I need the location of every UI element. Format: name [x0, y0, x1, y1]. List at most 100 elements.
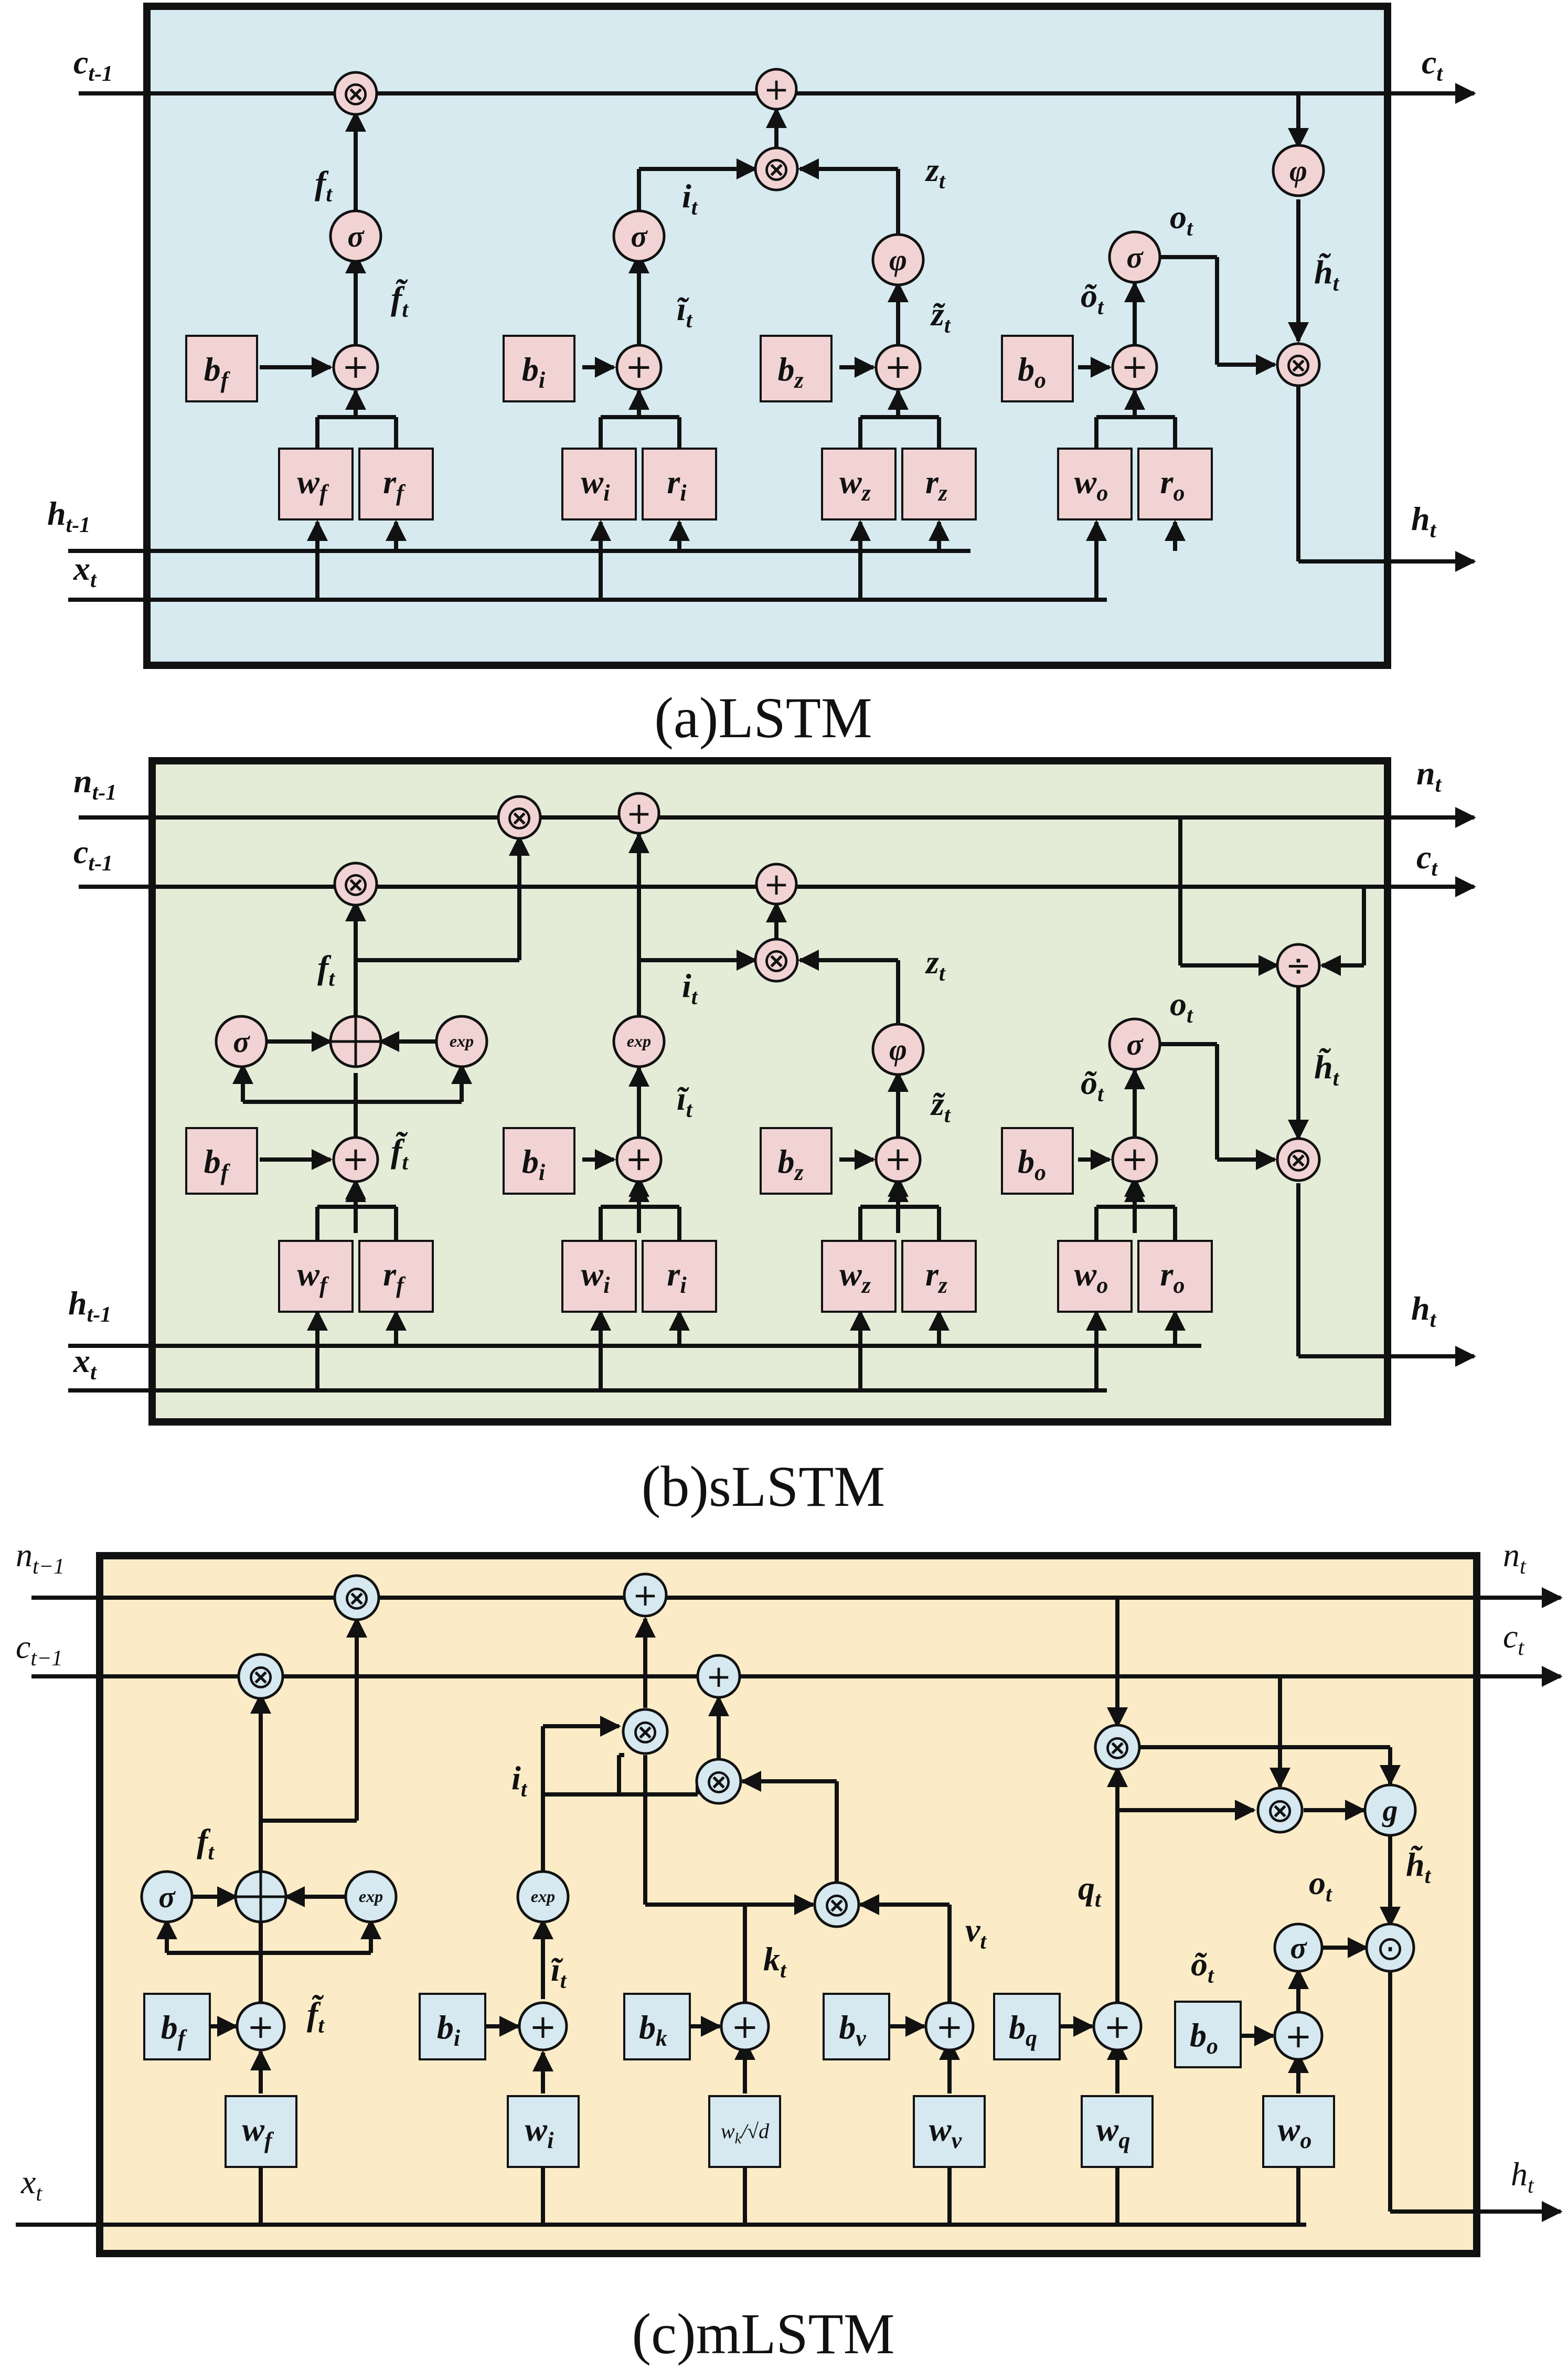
lstm-input-multiply [754, 146, 799, 192]
svg-text:bf: bf [204, 1143, 231, 1185]
svg-text:wo: wo [1278, 2111, 1312, 2153]
caption-slstm: (b)sLSTM [642, 1454, 885, 1518]
i-label: it [682, 177, 698, 220]
svg-text:ot: ot [1170, 985, 1193, 1028]
phi-symbol: φ [1289, 154, 1307, 188]
svg-text:wq: wq [1096, 2111, 1130, 2153]
svg-text:wi: wi [581, 1256, 611, 1298]
lstm-sigma-o [1108, 230, 1161, 284]
svg-text:bf: bf [161, 2008, 188, 2051]
add-symbol: + [529, 2007, 557, 2046]
lstm-phi-c [1272, 144, 1325, 197]
svg-text:wv: wv [929, 2111, 962, 2153]
h-out-label: ht [1411, 500, 1437, 543]
svg-text:ht: ht [1411, 1290, 1437, 1332]
add-symbol: + [342, 1140, 369, 1178]
add-symbol: + [633, 1577, 658, 1613]
z-label: zt [925, 151, 946, 194]
add-symbol: + [625, 1140, 653, 1178]
multiply-symbol: ⊗ [505, 799, 534, 837]
c-prev-label: ct-1 [73, 44, 113, 86]
weight-wz-label: wz [839, 463, 871, 506]
o-label: ot [1170, 198, 1193, 241]
bias-z-label: bz [777, 350, 803, 393]
lstm-cell-add [755, 68, 798, 111]
multiply-symbol: ⊗ [823, 1886, 851, 1925]
multiply-symbol: ⊗ [1266, 1791, 1294, 1830]
panel-lstm: ⊗ ⊗ ⊗ + + + + + σ σ φ σ φ [47, 3, 1476, 750]
panel-slstm: ⊗ ⊗ ⊗ ⊗ + + ÷ + + + + σ exp exp φ σ [68, 754, 1476, 1518]
multiply-symbol: ⊗ [762, 150, 791, 189]
weight-rz-label: rz [925, 463, 947, 506]
caption-lstm: (a)LSTM [654, 686, 872, 750]
svg-text:ht: ht [1511, 2155, 1534, 2198]
weight-wo-label: wo [1074, 463, 1108, 506]
svg-text:nt: nt [1416, 754, 1442, 797]
svg-text:ct: ct [1416, 838, 1438, 881]
add-symbol: + [1104, 2007, 1131, 2046]
sigma-symbol: σ [1126, 1027, 1144, 1061]
add-symbol: + [884, 347, 912, 386]
svg-text:ht-1: ht-1 [68, 1284, 111, 1327]
slstm-frame [148, 757, 1391, 1426]
add-symbol: + [1121, 1140, 1148, 1178]
svg-text:bo: bo [1190, 2016, 1218, 2059]
multiply-symbol: ⊗ [705, 1762, 733, 1801]
sigma-symbol: σ [1126, 240, 1144, 274]
dot-symbol: ⊙ [1376, 1929, 1404, 1968]
sigma-symbol: σ [1290, 1931, 1307, 1965]
c-out-label: ct [1422, 44, 1443, 86]
h-prev-label: ht-1 [47, 495, 90, 537]
svg-text:rf: rf [383, 1256, 406, 1298]
add-symbol: + [626, 795, 652, 831]
add-symbol: + [764, 866, 790, 902]
h-tilde-label: h̃t [1314, 253, 1340, 296]
svg-text:bk: bk [639, 2008, 667, 2051]
exp-symbol: exp [359, 1887, 383, 1906]
svg-text:bv: bv [839, 2008, 866, 2051]
svg-text:õt: õt [1081, 1064, 1104, 1107]
svg-text:nt−1: nt−1 [16, 1536, 65, 1579]
multiply-symbol: ⊗ [1284, 1141, 1313, 1179]
add-symbol: + [342, 347, 369, 386]
svg-text:zt: zt [925, 943, 946, 986]
svg-text:bi: bi [522, 1143, 546, 1185]
bias-i-label: bi [522, 350, 546, 393]
sigma-symbol: σ [347, 219, 365, 253]
svg-text:wi: wi [525, 2111, 554, 2153]
z-tilde-label: z̃t [930, 295, 951, 338]
divide-symbol: ÷ [1286, 948, 1311, 983]
add-symbol: + [706, 1659, 732, 1694]
add-symbol: + [731, 2007, 759, 2046]
g-symbol: g [1382, 1793, 1398, 1827]
svg-text:ro: ro [1160, 1256, 1185, 1298]
lstm-output-multiply [1276, 342, 1321, 387]
weight-ro-label: ro [1160, 463, 1185, 506]
caption-mlstm: (c)mLSTM [632, 2302, 894, 2366]
svg-text:rz: rz [925, 1256, 947, 1298]
svg-text:wo: wo [1074, 1256, 1108, 1298]
svg-text:bo: bo [1018, 1143, 1046, 1185]
multiply-symbol: ⊗ [342, 75, 370, 113]
lstm-forget-multiply [333, 71, 378, 116]
svg-text:wf: wf [242, 2111, 274, 2153]
svg-text:ct−1: ct−1 [16, 1628, 62, 1671]
svg-text:z̃t: z̃t [930, 1085, 951, 1128]
weight-rf-label: rf [383, 463, 406, 506]
svg-text:ĩt: ĩt [551, 1951, 567, 1993]
weight-wi-label: wi [581, 463, 611, 506]
add-symbol: + [936, 2007, 963, 2046]
o-tilde-label: õt [1081, 277, 1104, 320]
svg-text:ft: ft [197, 1822, 215, 1865]
lstm-sigma-i [612, 209, 666, 263]
svg-text:ct-1: ct-1 [73, 833, 113, 876]
svg-text:it: it [511, 1759, 528, 1802]
svg-text:wz: wz [839, 1256, 871, 1298]
svg-text:h̃t: h̃t [1314, 1048, 1340, 1091]
sigma-symbol: σ [233, 1025, 250, 1059]
svg-text:qt: qt [1078, 1869, 1102, 1912]
add-symbol: + [764, 71, 790, 107]
exp-symbol: exp [450, 1032, 474, 1050]
svg-text:wk/√d: wk/√d [721, 2119, 770, 2147]
